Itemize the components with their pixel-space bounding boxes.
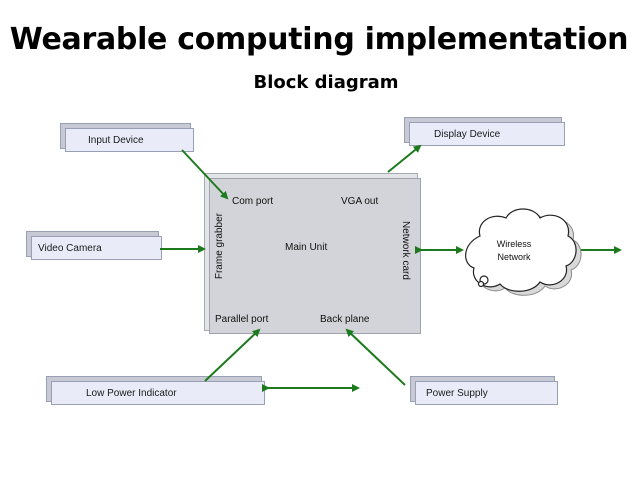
power-supply-block: Power Supply xyxy=(415,381,558,405)
wireless-cloud xyxy=(465,208,577,292)
power-supply-label: Power Supply xyxy=(426,387,488,399)
wireless-network-line2: Network xyxy=(497,252,531,262)
arrow-vga-to-display xyxy=(387,144,422,173)
arrow-powersupply-to-backplane xyxy=(345,328,406,386)
main-unit-label: Main Unit xyxy=(285,242,328,253)
low-power-indicator-block: Low Power Indicator xyxy=(51,381,265,405)
com-port-label: Com port xyxy=(232,196,274,207)
video-camera-label: Video Camera xyxy=(38,242,102,254)
low-power-indicator-label: Low Power Indicator xyxy=(86,387,177,399)
back-plane-label: Back plane xyxy=(320,314,370,325)
display-device-label: Display Device xyxy=(434,128,501,140)
network-card-label: Network card xyxy=(400,221,411,280)
input-device-block: Input Device xyxy=(65,128,194,152)
arrow-input-to-comport xyxy=(181,149,229,200)
input-device-label: Input Device xyxy=(88,134,144,146)
display-device-block: Display Device xyxy=(409,122,565,146)
parallel-port-label: Parallel port xyxy=(215,314,269,325)
wireless-network-line1: Wireless xyxy=(496,239,532,249)
diagram-subtitle: Block diagram xyxy=(253,72,399,93)
main-unit-block: Com port VGA out Main Unit Parallel port… xyxy=(209,178,421,334)
vga-out-label: VGA out xyxy=(341,196,379,207)
diagram-title: Wearable computing implementation xyxy=(9,22,629,57)
arrow-lowpower-to-parallel xyxy=(204,328,261,382)
wireless-network-label: Wireless Network xyxy=(489,238,539,264)
